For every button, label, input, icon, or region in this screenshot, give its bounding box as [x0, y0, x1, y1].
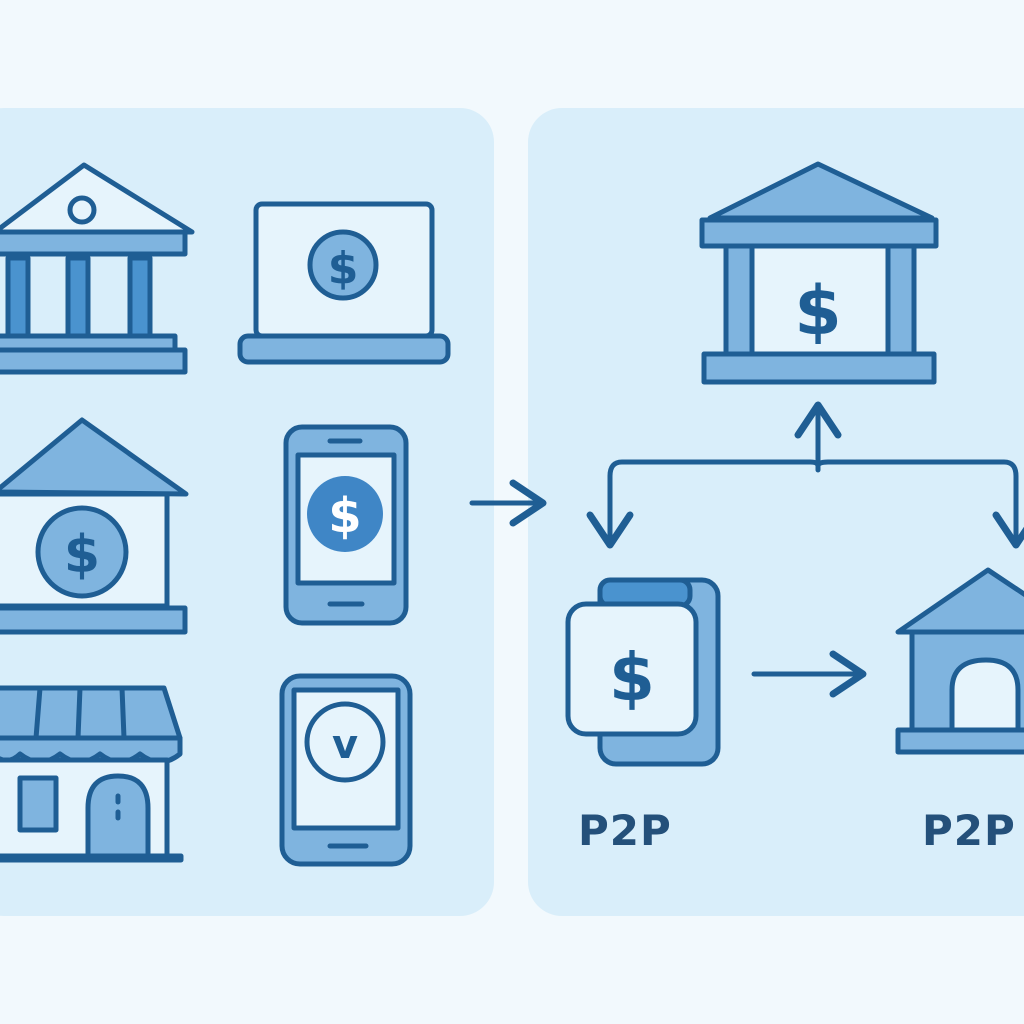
- laptop-dollar-symbol: $: [328, 243, 359, 294]
- branch-connector: [586, 401, 1024, 549]
- storefront-icon: [0, 685, 184, 863]
- p2p-wallet-icon: [565, 577, 721, 767]
- mobile-wallet-icon: [279, 673, 413, 867]
- bank-building-icon: [0, 162, 195, 375]
- central-bank-icon: [699, 161, 939, 385]
- p2p-label-left: P2P: [578, 806, 672, 855]
- central-bank-dollar-symbol: $: [794, 272, 841, 351]
- smartphone-icon: [283, 424, 409, 626]
- recipient-house-icon: [895, 567, 1024, 755]
- phone-dollar-symbol: $: [328, 488, 361, 544]
- laptop-icon: [237, 201, 451, 365]
- p2p-label-right: P2P: [922, 806, 1016, 855]
- wallet-dollar-symbol: $: [609, 639, 655, 716]
- verified-symbol: v: [332, 722, 358, 768]
- house-dollar-symbol: $: [64, 525, 100, 585]
- bank-house-icon: [0, 417, 189, 635]
